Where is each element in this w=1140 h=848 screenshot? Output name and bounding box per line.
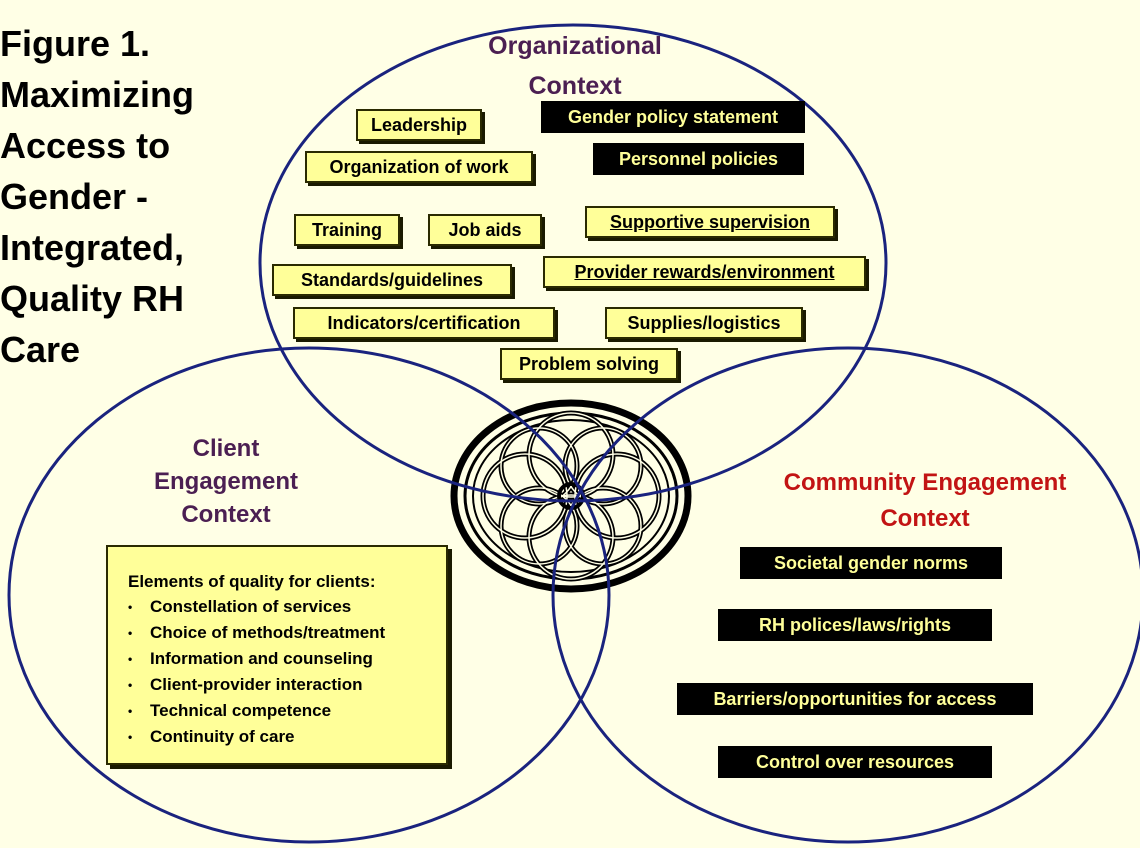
list-item: • Technical competence xyxy=(128,698,436,724)
quality-elements-heading: Elements of quality for clients: xyxy=(128,572,376,591)
org-item-problem-solving: Problem solving xyxy=(500,348,678,380)
client-engagement-context-title: Client Engagement Context xyxy=(110,432,342,531)
community-item-rh-policies: RH polices/laws/rights xyxy=(718,609,992,641)
figure-title-line: Access to xyxy=(0,125,171,166)
quality-element-label: Information and counseling xyxy=(150,649,373,669)
bullet-icon: • xyxy=(128,652,133,667)
org-title-line: Context xyxy=(528,72,622,100)
community-item-societal-gender-norms: Societal gender norms xyxy=(740,547,1002,579)
organizational-context-circle xyxy=(258,23,888,503)
client-title-line: Engagement xyxy=(153,468,299,495)
figure-title-line: Maximizing xyxy=(0,74,195,115)
list-item: • Client-provider interaction xyxy=(128,672,436,698)
quality-element-label: Continuity of care xyxy=(150,727,295,747)
client-title-line: Context xyxy=(181,501,271,528)
figure-title-line: Care xyxy=(0,329,81,370)
list-item: • Choice of methods/treatment xyxy=(128,620,436,646)
list-item: • Continuity of care xyxy=(128,724,436,750)
bullet-icon: • xyxy=(128,704,133,719)
figure-title: Figure 1. Maximizing Access to Gender - … xyxy=(0,18,240,375)
quality-element-label: Client-provider interaction xyxy=(150,675,363,695)
community-engagement-context-title: Community Engagement Context xyxy=(740,465,1110,537)
org-item-leadership: Leadership xyxy=(356,109,482,141)
org-item-training: Training xyxy=(294,214,400,246)
figure-title-line: Quality RH xyxy=(0,278,185,319)
community-item-control-over-resources: Control over resources xyxy=(718,746,992,778)
quality-elements-box: Elements of quality for clients: • Conste… xyxy=(106,545,448,765)
list-item: • Constellation of services xyxy=(128,594,436,620)
client-title-line: Client xyxy=(192,435,260,462)
celtic-knot-emblem-icon xyxy=(450,399,692,593)
client-engagement-context-circle xyxy=(7,346,611,844)
organizational-context-title: Organizational Context xyxy=(430,26,720,106)
bullet-icon: • xyxy=(128,626,133,641)
quality-elements-list: • Constellation of services • Choice of me… xyxy=(128,594,436,750)
org-item-supportive-supervision: Supportive supervision xyxy=(585,206,835,238)
org-item-standards-guidelines: Standards/guidelines xyxy=(272,264,512,296)
quality-element-label: Constellation of services xyxy=(150,597,352,616)
community-engagement-context-circle xyxy=(551,346,1140,844)
figure-title-line: Figure 1. xyxy=(0,23,151,64)
org-item-organization-of-work: Organization of work xyxy=(305,151,533,183)
community-title-line: Community Engagement xyxy=(783,469,1067,496)
org-item-provider-rewards: Provider rewards/environment xyxy=(543,256,866,288)
org-title-line: Organizational xyxy=(488,32,662,60)
community-title-line: Context xyxy=(880,505,970,532)
figure-title-line: Integrated, xyxy=(0,227,185,268)
bullet-icon: • xyxy=(128,600,133,615)
quality-element-label: Choice of methods/treatment xyxy=(150,623,386,643)
community-item-barriers-opportunities: Barriers/opportunities for access xyxy=(677,683,1033,715)
list-item: • Information and counseling xyxy=(128,646,436,672)
bullet-icon: • xyxy=(128,678,133,693)
org-item-supplies-logistics: Supplies/logistics xyxy=(605,307,803,339)
org-item-job-aids: Job aids xyxy=(428,214,542,246)
org-item-gender-policy: Gender policy statement xyxy=(541,101,805,133)
quality-element-label: Technical competence xyxy=(150,701,332,721)
figure-title-line: Gender - xyxy=(0,176,149,217)
org-item-personnel-policies: Personnel policies xyxy=(593,143,804,175)
org-item-indicators-certification: Indicators/certification xyxy=(293,307,555,339)
bullet-icon: • xyxy=(128,730,133,745)
